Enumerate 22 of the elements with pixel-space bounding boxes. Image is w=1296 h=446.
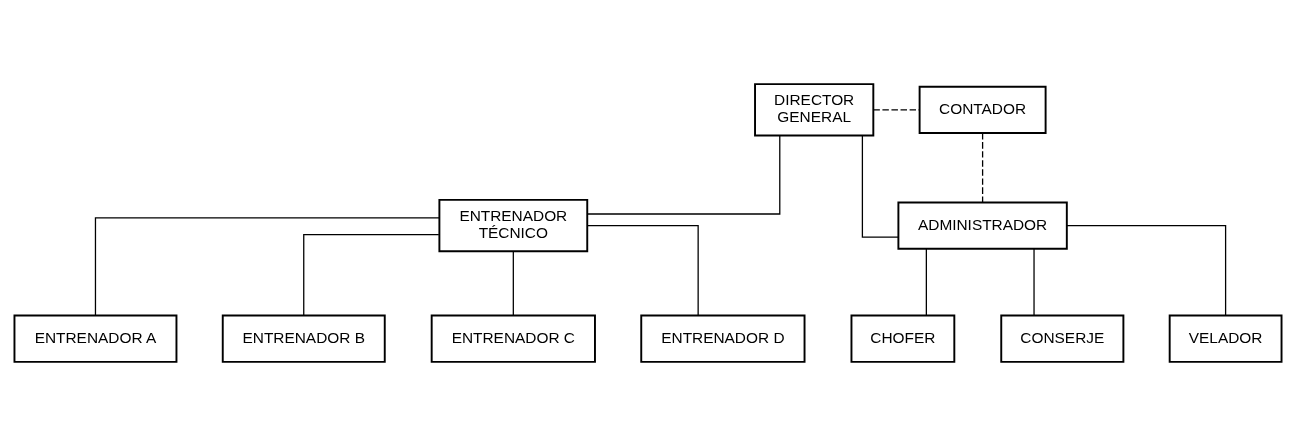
node-box: VELADOR (1168, 314, 1283, 363)
connector (512, 251, 514, 316)
node-box: CONTADOR (918, 85, 1047, 134)
node-box: ENTRENADOR A (13, 314, 178, 363)
connector (1033, 248, 1035, 316)
node-box: DIRECTOR GENERAL (754, 83, 875, 137)
node-box: CHOFER (850, 314, 956, 363)
connector (586, 134, 781, 215)
connector (872, 109, 920, 111)
connector (94, 217, 440, 317)
connector (1066, 224, 1227, 316)
node-box: ENTRENADOR D (640, 314, 806, 363)
connector (925, 248, 927, 316)
connector (303, 233, 440, 316)
connector (861, 134, 899, 238)
node-box: ENTRENADOR C (430, 314, 596, 363)
connector (586, 224, 699, 316)
node-box: ENTRENADOR TÉCNICO (438, 198, 589, 253)
connector (981, 132, 984, 203)
node-box: CONSERJE (1000, 314, 1125, 363)
node-box: ENTRENADOR B (221, 314, 386, 363)
node-box: ADMINISTRADOR (897, 201, 1068, 250)
